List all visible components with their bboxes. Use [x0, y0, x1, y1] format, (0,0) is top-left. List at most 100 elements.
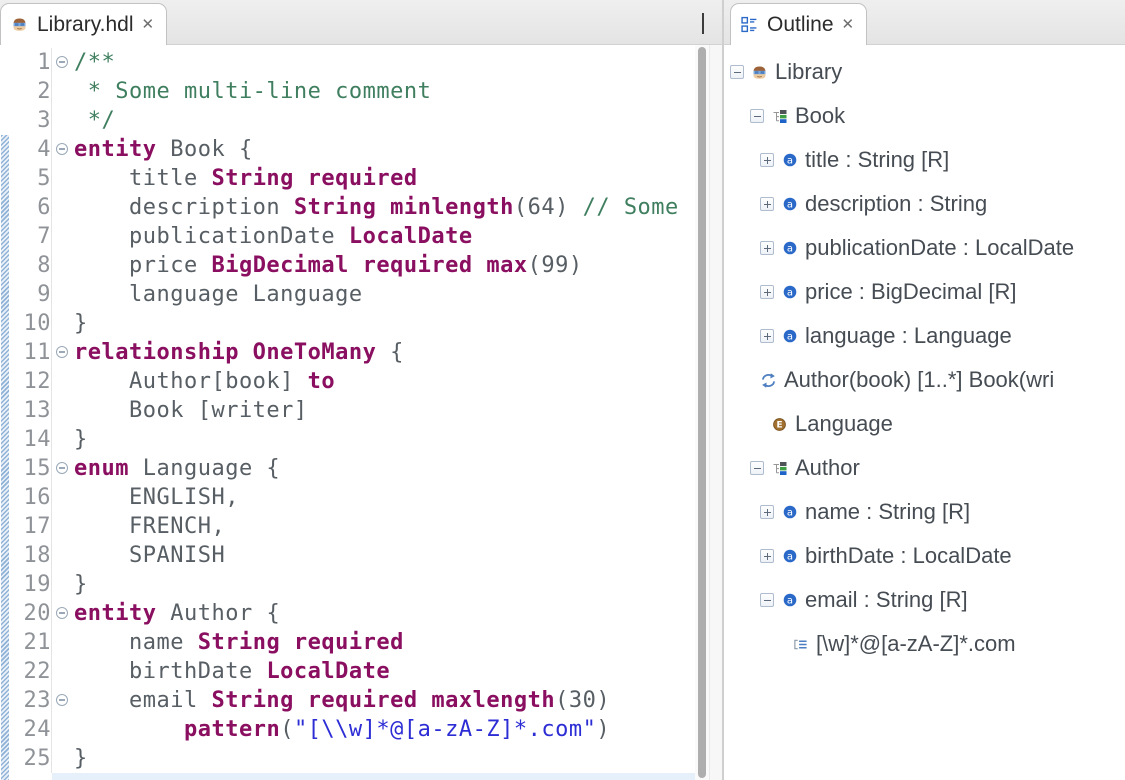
maximize-button[interactable]	[702, 13, 704, 34]
tree-collapse-icon[interactable]	[750, 109, 764, 123]
svg-text:a: a	[786, 507, 792, 518]
code-line[interactable]: 12 Author[book] to	[10, 367, 695, 396]
line-number: 10	[10, 309, 52, 338]
code-line[interactable]: 22 birthDate LocalDate	[10, 657, 695, 686]
line-number: 19	[10, 570, 52, 599]
code-line[interactable]: 21 name String required	[10, 628, 695, 657]
fold-collapse-icon[interactable]	[56, 143, 68, 155]
attribute-icon: a	[781, 328, 798, 345]
outline-view-tab[interactable]: Outline ✕	[730, 3, 868, 45]
attribute-icon: a	[781, 152, 798, 169]
tree-expand-icon[interactable]	[760, 549, 774, 563]
vertical-scrollbar[interactable]	[695, 45, 709, 780]
svg-text:a: a	[786, 551, 792, 562]
scrollbar-thumb[interactable]	[698, 47, 706, 778]
tree-expand-icon[interactable]	[760, 241, 774, 255]
line-number: 2	[10, 77, 52, 106]
code-text: description String minlength(64) // Some	[74, 195, 679, 220]
maximize-icon	[702, 13, 704, 34]
outline-item[interactable]: [\w]*@[a-zA-Z]*.com	[724, 622, 1125, 666]
line-number: 9	[10, 280, 52, 309]
entity-icon	[771, 108, 788, 125]
fold-gutter	[52, 280, 74, 309]
code-text: price BigDecimal required max(99)	[74, 253, 583, 278]
code-line[interactable]: 9 language Language	[10, 280, 695, 309]
enum-icon: E	[771, 416, 788, 433]
code-line[interactable]: 7 publicationDate LocalDate	[10, 222, 695, 251]
tree-collapse-icon[interactable]	[760, 593, 774, 607]
fold-gutter	[52, 222, 74, 251]
code-line[interactable]: 1/**	[10, 48, 695, 77]
tree-expand-icon[interactable]	[760, 197, 774, 211]
fold-collapse-icon[interactable]	[56, 346, 68, 358]
line-number: 25	[10, 744, 52, 773]
outline-tabbar: Outline ✕	[724, 0, 1125, 45]
tree-expand-icon[interactable]	[760, 329, 774, 343]
fold-collapse-icon[interactable]	[56, 607, 68, 619]
line-number: 7	[10, 222, 52, 251]
code-line[interactable]: 5 title String required	[10, 164, 695, 193]
code-line[interactable]: 17 FRENCH,	[10, 512, 695, 541]
editor-pane: Library.hdl ✕ 1/**2 * Some multi-line co…	[0, 0, 722, 780]
line-number: 6	[10, 193, 52, 222]
outline-item[interactable]: Author	[724, 446, 1125, 490]
outline-item[interactable]: Author(book) [1..*] Book(wri	[724, 358, 1125, 402]
code-line[interactable]: 19}	[10, 570, 695, 599]
fold-collapse-icon[interactable]	[56, 56, 68, 68]
line-number: 21	[10, 628, 52, 657]
tree-expand-icon[interactable]	[760, 153, 774, 167]
tree-collapse-icon[interactable]	[750, 461, 764, 475]
tree-expand-icon[interactable]	[760, 285, 774, 299]
editor-tab-library-hdl[interactable]: Library.hdl ✕	[0, 3, 168, 45]
close-icon[interactable]: ✕	[141, 16, 155, 33]
code-line[interactable]: 10}	[10, 309, 695, 338]
outline-item-label: Author	[795, 455, 860, 480]
code-text: }	[74, 427, 88, 452]
pattern-icon	[792, 636, 809, 653]
code-line[interactable]: 3 */	[10, 106, 695, 135]
code-line[interactable]: 23 email String required maxlength(30)	[10, 686, 695, 715]
code-line[interactable]: 14}	[10, 425, 695, 454]
attribute-icon: a	[781, 504, 798, 521]
editor-window-controls	[682, 0, 722, 34]
code-line[interactable]: 25}	[10, 744, 695, 773]
tree-expand-icon[interactable]	[760, 505, 774, 519]
fold-gutter	[52, 48, 74, 77]
code-line[interactable]: 13 Book [writer]	[10, 396, 695, 425]
fold-gutter	[52, 396, 74, 425]
outline-item[interactable]: Book	[724, 94, 1125, 138]
code-line[interactable]: 8 price BigDecimal required max(99)	[10, 251, 695, 280]
fold-collapse-icon[interactable]	[56, 462, 68, 474]
code-line[interactable]: 18 SPANISH	[10, 541, 695, 570]
outline-item[interactable]: Library	[724, 50, 1125, 94]
overview-ruler	[709, 45, 722, 780]
tree-collapse-icon[interactable]	[730, 65, 744, 79]
fold-gutter	[52, 106, 74, 135]
outline-item-label: publicationDate : LocalDate	[805, 235, 1075, 260]
attribute-icon: a	[781, 284, 798, 301]
range-indicator	[1, 135, 9, 780]
code-line[interactable]: 2 * Some multi-line comment	[10, 77, 695, 106]
code-text: entity Author {	[74, 601, 281, 626]
code-line[interactable]: 16 ENGLISH,	[10, 483, 695, 512]
code-line[interactable]: 24 pattern("[\\w]*@[a-zA-Z]*.com")	[10, 715, 695, 744]
fold-collapse-icon[interactable]	[56, 694, 68, 706]
code-line[interactable]: 6 description String minlength(64) // So…	[10, 193, 695, 222]
close-icon[interactable]: ✕	[841, 16, 855, 33]
